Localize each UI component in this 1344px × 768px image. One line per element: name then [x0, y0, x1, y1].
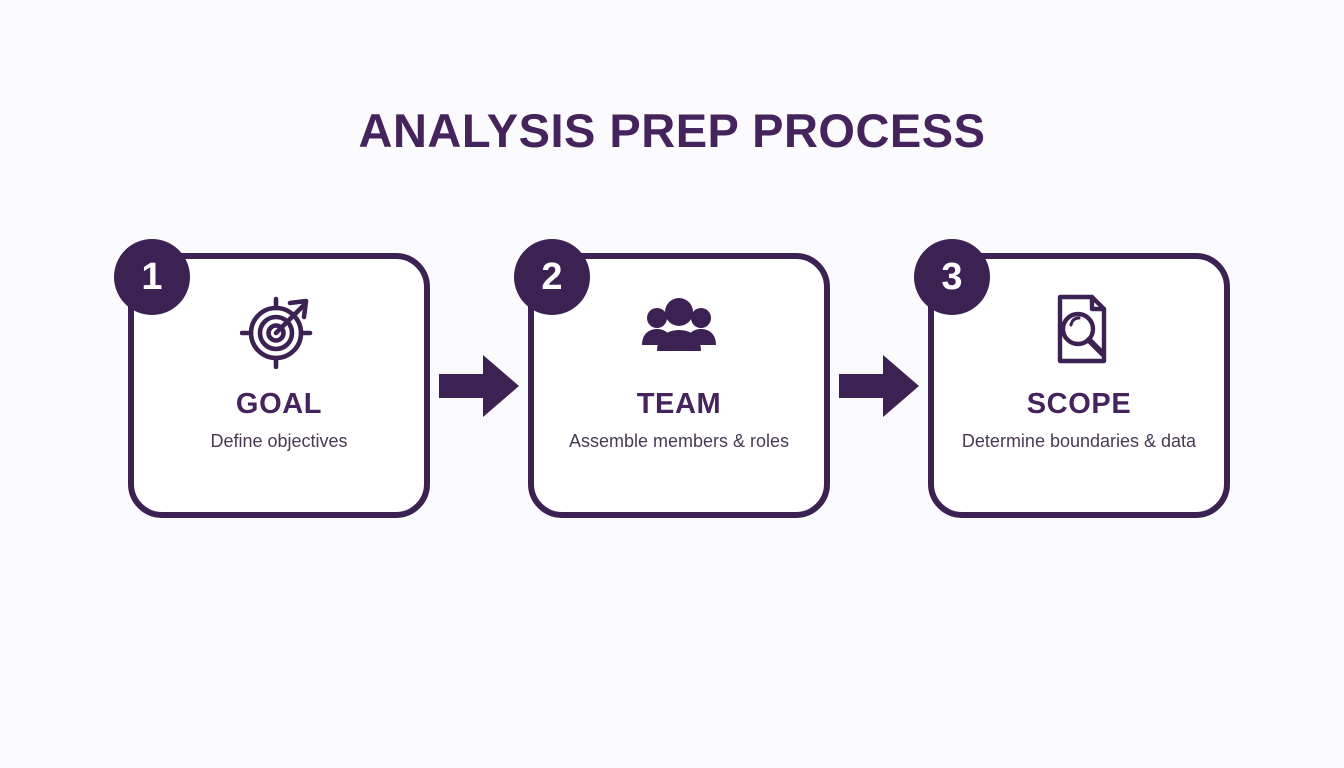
people-group-icon: [640, 291, 718, 369]
document-magnifier-icon: [1040, 291, 1118, 369]
target-arrow-icon: [240, 291, 318, 369]
process-flow-row: 1 GOAL Define object: [114, 239, 1230, 518]
step-card-goal[interactable]: 1 GOAL Define object: [114, 239, 430, 518]
step-card-content-3: SCOPE Determine boundaries & data: [934, 259, 1224, 512]
step-card-content-2: TEAM Assemble members & roles: [534, 259, 824, 512]
arrow-right-icon-2: [830, 351, 928, 421]
step-title-3: SCOPE: [1026, 388, 1132, 420]
page-title: ANALYSIS PREP PROCESS: [358, 104, 986, 157]
step-subtitle-3: Determine boundaries & data: [961, 431, 1197, 451]
step-number-badge-1: 1: [114, 239, 190, 315]
step-title-2: TEAM: [636, 388, 722, 420]
step-number-badge-2: 2: [514, 239, 590, 315]
step-number-badge-3: 3: [914, 239, 990, 315]
step-title-1: GOAL: [235, 388, 323, 420]
step-card-team[interactable]: 2 TEAM Assemble members & roles: [514, 239, 830, 518]
step-subtitle-1: Define objectives: [210, 431, 348, 451]
step-subtitle-2: Assemble members & roles: [568, 431, 790, 451]
step-card-scope[interactable]: 3 SCOPE Determine boundaries & data: [914, 239, 1230, 518]
step-card-content-1: GOAL Define objectives: [134, 259, 424, 512]
arrow-right-icon-1: [430, 351, 528, 421]
